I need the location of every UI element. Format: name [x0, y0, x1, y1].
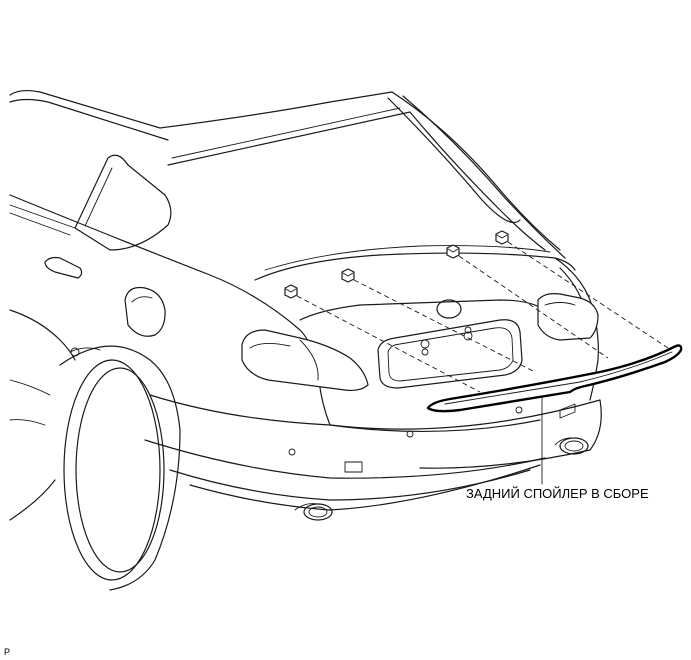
mounting-nut-2 — [341, 268, 355, 283]
car-body — [9, 89, 602, 521]
exhaust-right — [554, 437, 589, 455]
spoiler-label: ЗАДНИЙ СПОЙЛЕР В СБОРЕ — [466, 486, 649, 501]
figure-code: P — [4, 647, 10, 657]
mounting-nut-4 — [495, 230, 509, 245]
mounting-nut-3 — [446, 244, 460, 259]
rear-spoiler — [426, 344, 683, 413]
spoiler-callout: ЗАДНИЙ СПОЙЛЕР В СБОРЕ — [466, 395, 649, 501]
right-tail-light — [537, 293, 599, 341]
license-plate-recess — [377, 319, 523, 389]
door-handle — [44, 256, 83, 279]
mounting-nut-1 — [284, 284, 298, 299]
alignment-lines — [296, 241, 669, 393]
fuel-door — [124, 286, 166, 337]
exhaust-left — [294, 503, 333, 521]
rear-wheel — [59, 345, 181, 591]
bumper-clips — [288, 403, 576, 473]
left-tail-light — [241, 329, 369, 392]
rear-emblem — [436, 299, 462, 319]
